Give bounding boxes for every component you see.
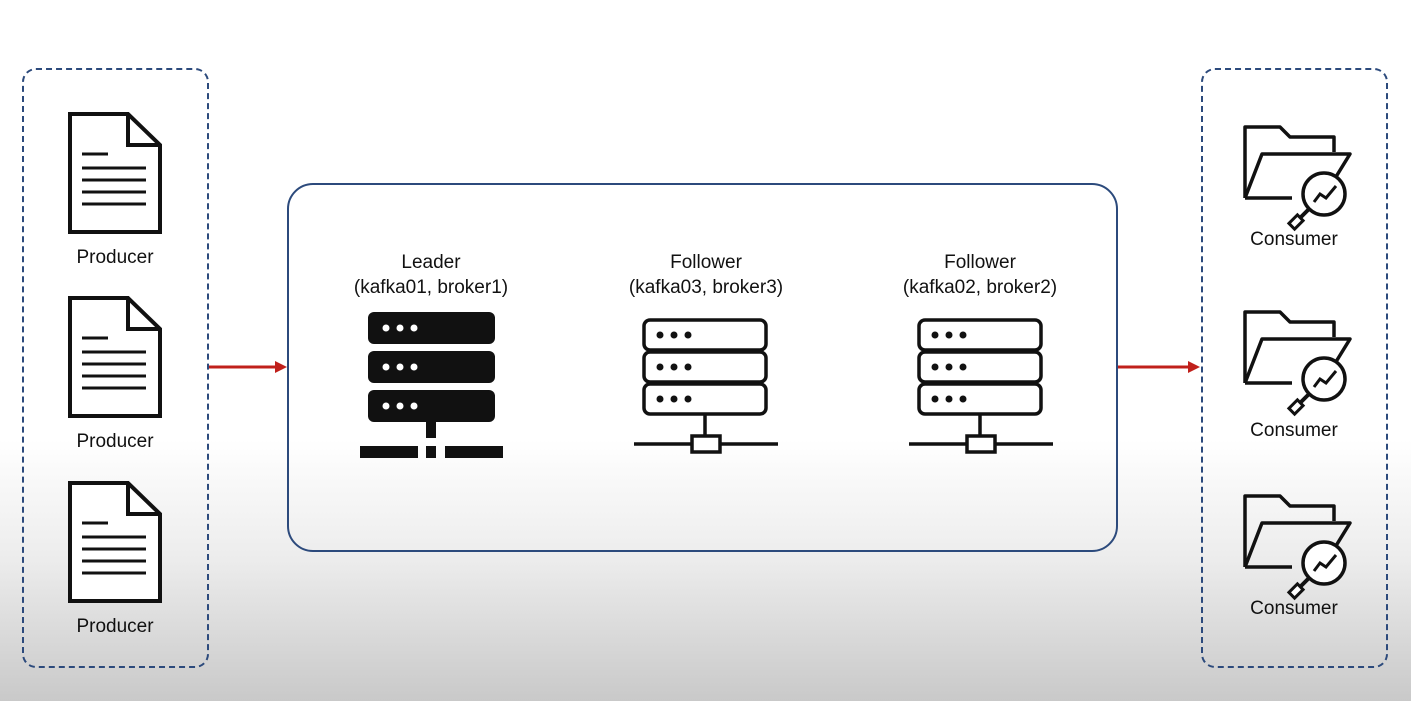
producer-label: Producer <box>76 247 154 268</box>
broker-detail: (kafka03, broker3) <box>628 277 784 298</box>
server-icon-outline <box>634 318 778 454</box>
producer-label: Producer <box>76 431 154 452</box>
folder-search-icon <box>1243 494 1352 601</box>
consumer-label: Consumer <box>1250 229 1338 250</box>
producer-label: Producer <box>76 616 154 637</box>
consumers-group <box>1201 68 1388 668</box>
producers-group <box>22 68 209 668</box>
broker-role: Follower <box>944 252 1016 273</box>
consumer-label: Consumer <box>1250 598 1338 619</box>
folder-search-icon <box>1243 310 1352 417</box>
broker-label: Leader (kafka01, broker1) <box>354 250 508 300</box>
document-icon <box>68 112 162 234</box>
document-icon <box>68 296 162 418</box>
consumer-label: Consumer <box>1250 420 1338 441</box>
arrow-right-icon <box>209 361 287 373</box>
broker-role: Follower <box>670 252 742 273</box>
server-icon-outline <box>909 318 1053 454</box>
folder-search-icon <box>1243 125 1352 232</box>
document-icon <box>68 481 162 603</box>
broker-label: Follower (kafka03, broker3) <box>629 250 783 300</box>
kafka-cluster-box <box>287 183 1118 552</box>
broker-detail: (kafka02, broker2) <box>902 277 1058 298</box>
broker-detail: (kafka01, broker1) <box>353 277 509 298</box>
arrow-right-icon <box>1118 361 1200 373</box>
server-icon-filled <box>360 312 503 458</box>
broker-label: Follower (kafka02, broker2) <box>903 250 1057 300</box>
broker-role: Leader <box>401 252 461 273</box>
